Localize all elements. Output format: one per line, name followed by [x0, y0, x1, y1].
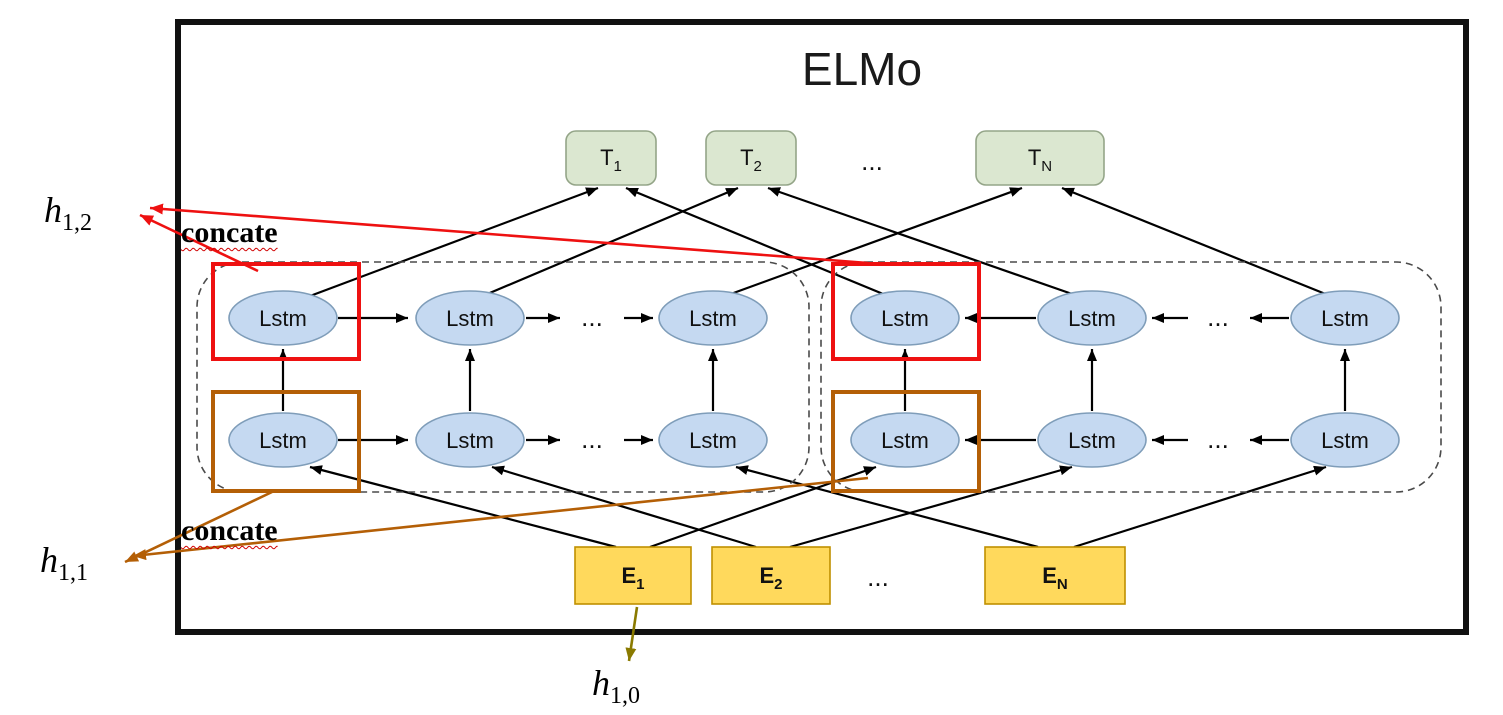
lstm-forward-bottom-3-label: Lstm — [689, 428, 737, 453]
lstm-backward-bottom-3-label: Lstm — [1321, 428, 1369, 453]
lstm-backward-top-2-label: Lstm — [1068, 306, 1116, 331]
annotation-h12: h1,2 — [44, 190, 92, 237]
lstm-forward-top-2-label: Lstm — [446, 306, 494, 331]
lstm-forward-bottom-1-label: Lstm — [259, 428, 307, 453]
lstm-backward-bottom-1-label: Lstm — [881, 428, 929, 453]
lstm-forward-bottom-1 — [228, 412, 338, 468]
brown-arrow-backward-box-to-h11 — [132, 476, 869, 561]
lstm-backward-top-3-label: Lstm — [1321, 306, 1369, 331]
red-arrow-backward-box-to-h12 — [149, 203, 869, 265]
lstm-forward-top-2 — [415, 290, 525, 346]
annotation-h10: h1,0 — [592, 663, 640, 710]
embedding-e1-label: E1 — [621, 563, 644, 593]
lstm-backward-top-3 — [1290, 290, 1400, 346]
arrow-e2-to-backward-bottom2 — [789, 465, 1073, 549]
lstm-forward-top-3-label: Lstm — [689, 306, 737, 331]
brown-arrow-forward-box-to-h11 — [124, 490, 273, 564]
red-highlight-backward-top1 — [831, 262, 981, 361]
lstm-forward-bottom-3 — [658, 412, 768, 468]
arrow-backward-top2-to-t2 — [767, 186, 1076, 297]
diagram-title: ELMo — [802, 43, 922, 95]
embedding-e2-label: E2 — [759, 563, 782, 593]
output-box-t1 — [565, 130, 657, 186]
output-box-tn — [975, 130, 1105, 186]
red-arrow-forward-box-to-h12 — [139, 213, 259, 273]
annotation-concate-bottom: concate — [181, 514, 278, 547]
annotation-h11: h1,1 — [40, 540, 88, 587]
arrow-en-to-forward-bottom3 — [735, 465, 1039, 549]
output-box-t2 — [705, 130, 797, 186]
lstm-forward-bottom-2 — [415, 412, 525, 468]
output-row-ellipsis: ... — [861, 146, 883, 176]
brown-highlight-forward-bottom1 — [211, 390, 361, 493]
embedding-en-label: EN — [1042, 563, 1068, 593]
lstm-forward-top-1-label: Lstm — [259, 306, 307, 331]
olive-arrow-e1-to-h10 — [625, 606, 639, 662]
embedding-box-e1 — [574, 546, 692, 605]
lstm-backward-bottom-3 — [1290, 412, 1400, 468]
lstm-forward-top-1 — [228, 290, 338, 346]
output-t2-label: T2 — [740, 145, 762, 175]
embedding-row-ellipsis: ... — [867, 562, 889, 592]
embedding-box-en — [984, 546, 1126, 605]
lstm-backward-top-1-label: Lstm — [881, 306, 929, 331]
arrow-backward-top3-to-tn — [1061, 186, 1329, 297]
red-highlight-forward-top1 — [211, 262, 361, 361]
forward-top-ellipsis: ... — [581, 302, 603, 332]
diagram-border — [175, 19, 1469, 635]
lstm-backward-top-1 — [850, 290, 960, 346]
output-tn-label: TN — [1028, 145, 1052, 175]
lstm-backward-bottom-1 — [850, 412, 960, 468]
arrow-backward-top1-to-t1 — [625, 186, 889, 298]
lstm-forward-top-3 — [658, 290, 768, 346]
forward-bottom-ellipsis: ... — [581, 424, 603, 454]
backward-lstm-group-outline — [820, 261, 1442, 493]
output-t1-label: T1 — [600, 145, 622, 175]
annotation-concate-top: concate — [181, 216, 278, 249]
forward-lstm-group-outline — [196, 261, 810, 493]
embedding-box-e2 — [711, 546, 831, 605]
backward-top-ellipsis: ... — [1207, 302, 1229, 332]
arrow-forward-top2-to-t2 — [484, 186, 739, 297]
arrow-e2-to-forward-bottom2 — [491, 465, 757, 549]
lstm-backward-bottom-2 — [1037, 412, 1147, 468]
backward-bottom-ellipsis: ... — [1207, 424, 1229, 454]
arrow-en-to-backward-bottom3 — [1073, 465, 1327, 549]
lstm-backward-bottom-2-label: Lstm — [1068, 428, 1116, 453]
brown-highlight-backward-bottom1 — [831, 390, 981, 493]
arrow-forward-top3-to-tn — [727, 186, 1023, 297]
lstm-forward-bottom-2-label: Lstm — [446, 428, 494, 453]
lstm-backward-top-2 — [1037, 290, 1147, 346]
